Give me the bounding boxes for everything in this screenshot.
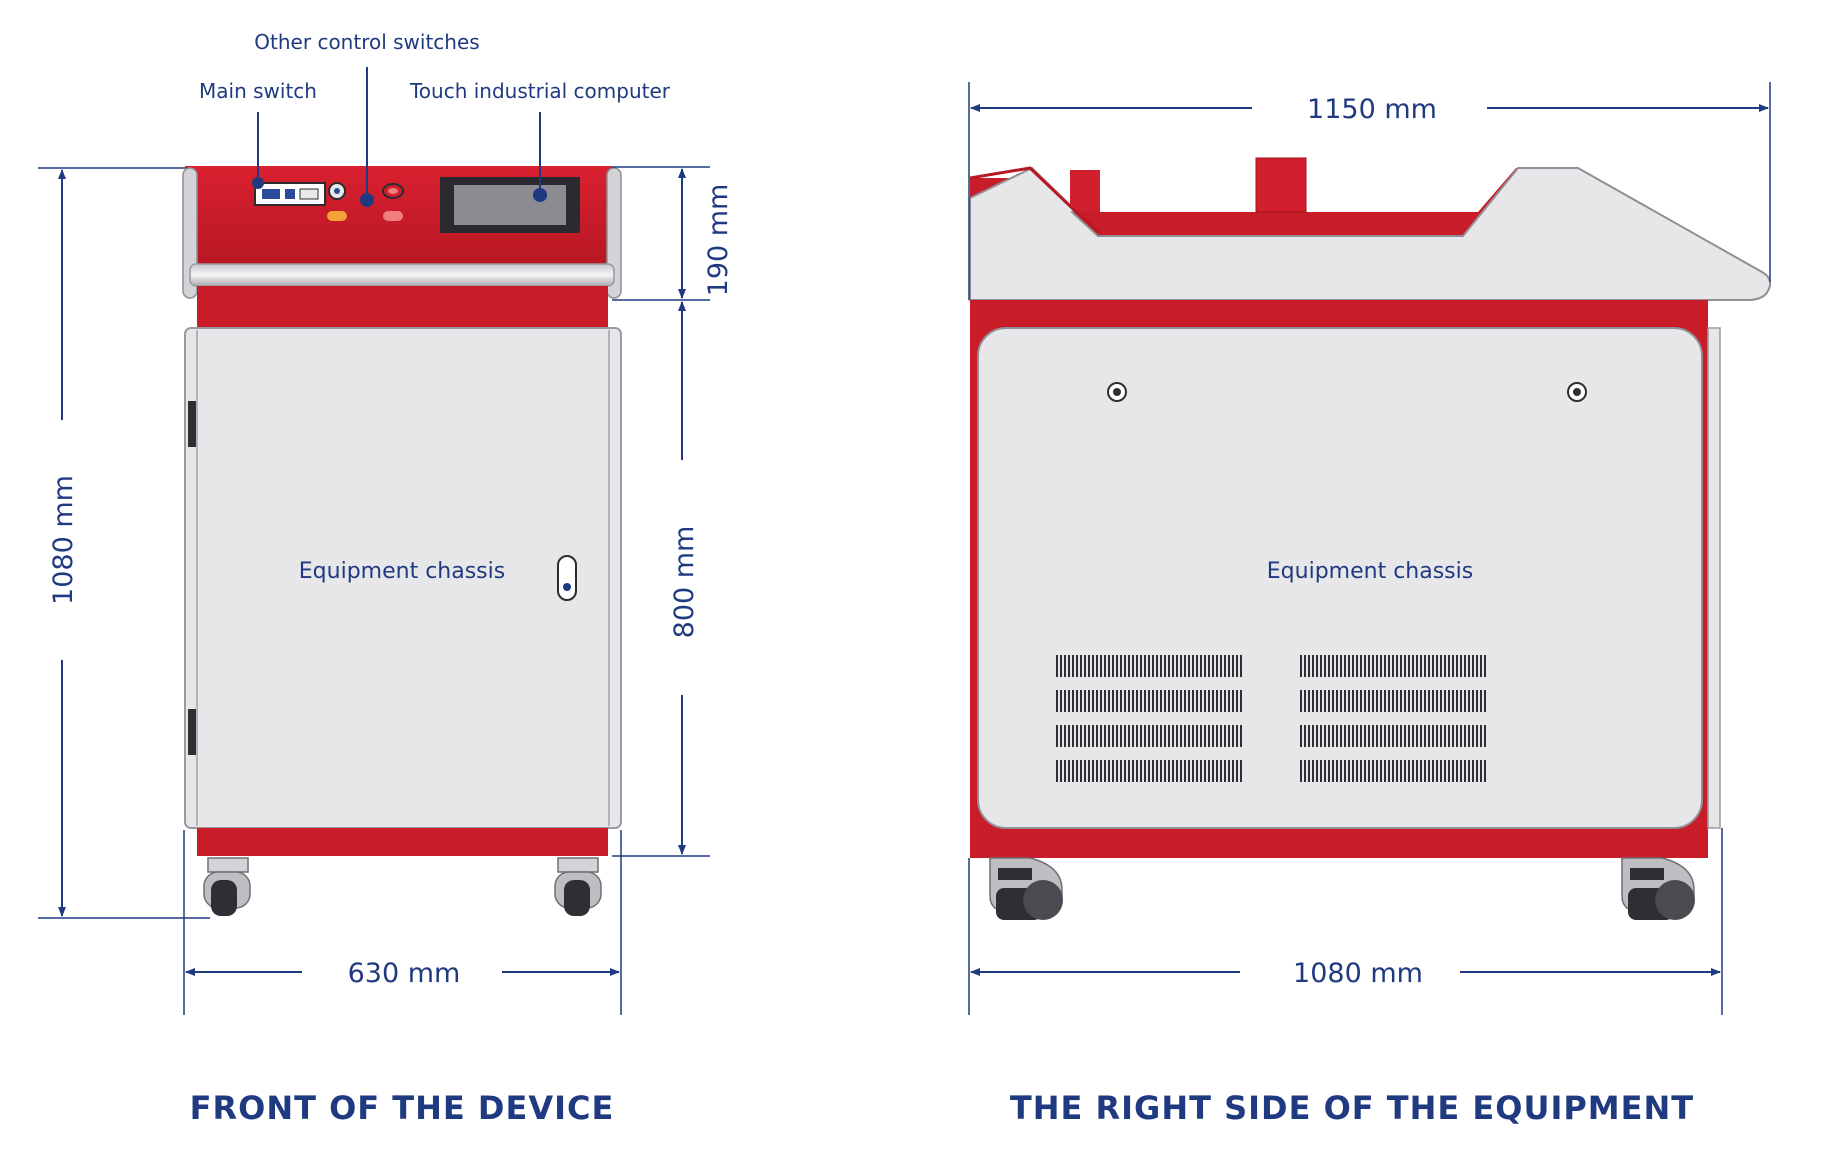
dimension-width: 630 mm	[348, 958, 461, 989]
panel-screw-icon	[1107, 382, 1127, 402]
side-rear-edge	[1707, 327, 1721, 829]
side-view-title: THE RIGHT SIDE OF THE EQUIPMENT	[1010, 1089, 1694, 1127]
side-chassis-label: Equipment chassis	[1267, 559, 1473, 584]
front-chassis-label: Equipment chassis	[299, 559, 505, 584]
callout-main-switch: Main switch	[199, 79, 317, 103]
callout-touch-industrial-computer: Touch industrial computer	[409, 79, 671, 103]
front-left-caster	[203, 857, 251, 916]
side-left-caster	[989, 857, 1063, 920]
dimension-base-length: 1080 mm	[1293, 958, 1423, 989]
side-view: Equipment chassis 1150 mm 1080 mm THE RI…	[968, 82, 1772, 1127]
touch-industrial-computer[interactable]	[440, 177, 580, 233]
panel-screw-icon	[1567, 382, 1587, 402]
front-base-band	[197, 828, 608, 856]
front-view: Other control switches Main switch Touch…	[38, 30, 734, 1127]
dimension-top-length: 1150 mm	[1307, 94, 1437, 125]
control-switches[interactable]	[327, 182, 404, 221]
front-handle-rail	[189, 263, 615, 287]
side-top-red-block	[1255, 157, 1307, 213]
dimension-chassis-height: 800 mm	[669, 526, 700, 639]
side-top-cover	[969, 166, 1772, 301]
door-handle[interactable]	[557, 555, 577, 601]
front-upper-band	[197, 286, 608, 328]
side-right-caster	[1621, 857, 1695, 920]
front-door-hinge	[188, 709, 196, 755]
main-switch[interactable]	[254, 182, 326, 206]
dimension-top-panel-height: 190 mm	[703, 184, 734, 297]
dimension-height: 1080 mm	[48, 475, 79, 605]
side-vent-grille	[1054, 655, 1242, 782]
front-view-title: FRONT OF THE DEVICE	[190, 1089, 615, 1127]
side-top-red-frame	[970, 158, 1530, 250]
callout-other-control-switches: Other control switches	[254, 30, 479, 54]
side-vent-grille	[1299, 655, 1487, 782]
front-door-hinge	[188, 401, 196, 447]
front-right-caster	[554, 857, 602, 916]
